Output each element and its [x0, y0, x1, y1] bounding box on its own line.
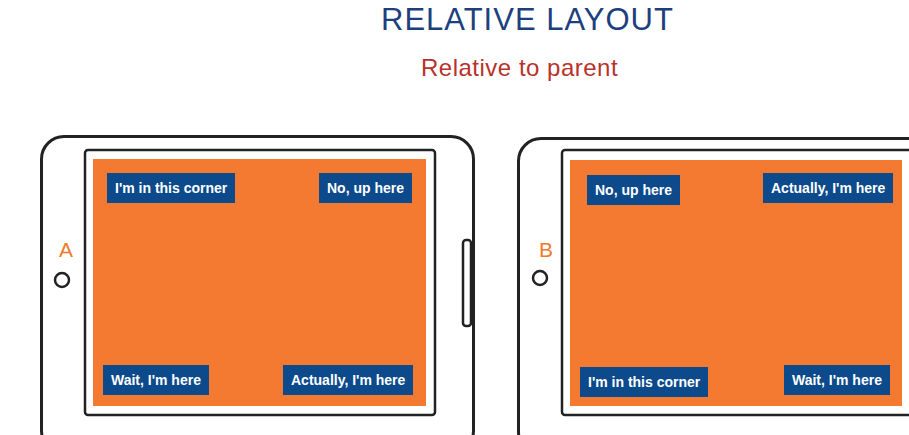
subtitle: Relative to parent [421, 54, 618, 82]
device-label: B [539, 238, 553, 262]
screen [570, 160, 902, 406]
home-button [55, 273, 69, 287]
view-box: Wait, I'm here [784, 365, 890, 395]
view-box: Actually, I'm here [763, 173, 893, 203]
view-box: I'm in this corner [580, 367, 708, 397]
view-label: I'm in this corner [115, 179, 227, 197]
side-button [463, 240, 471, 326]
screen [93, 159, 426, 406]
view-label: No, up here [327, 179, 404, 197]
diagram-title: RELATIVE LAYOUT [381, 2, 674, 38]
view-box: No, up here [587, 175, 680, 205]
phone-outline: A I'm in this corner No, up hereWait, I'm … [40, 135, 475, 435]
screen-frame [85, 150, 435, 415]
screen-frame [562, 150, 909, 415]
view-label: Actually, I'm here [291, 371, 405, 389]
phone-outline: B No, up here Actually, I'm hereI'm in thi… [517, 137, 909, 435]
view-label: Wait, I'm here [111, 371, 201, 389]
view-box: Wait, I'm here [103, 365, 209, 395]
device-label: A [59, 238, 73, 262]
view-box: No, up here [319, 173, 412, 203]
view-label: I'm in this corner [588, 373, 700, 391]
view-label: No, up here [595, 181, 672, 199]
home-button [533, 271, 547, 285]
view-box: I'm in this corner [107, 173, 235, 203]
view-box: Actually, I'm here [283, 365, 413, 395]
view-label: Wait, I'm here [792, 371, 882, 389]
view-label: Actually, I'm here [771, 179, 885, 197]
